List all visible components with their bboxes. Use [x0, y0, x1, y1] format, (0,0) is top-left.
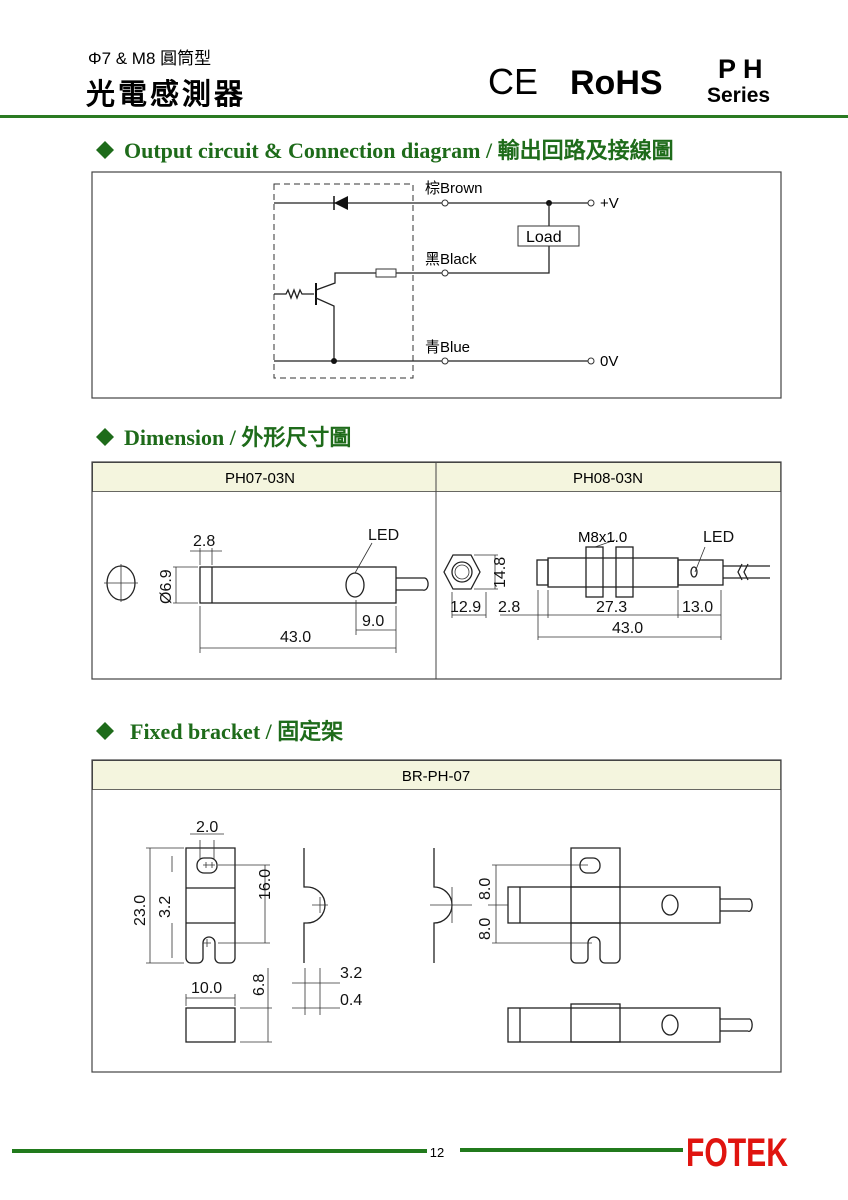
svg-text:23.0: 23.0: [132, 895, 149, 926]
plus-v-label: +V: [600, 195, 619, 212]
svg-text:13.0: 13.0: [682, 599, 713, 616]
svg-text:2.8: 2.8: [498, 599, 520, 616]
footer-line-right: [460, 1148, 683, 1152]
rohs-mark: RoHS: [570, 64, 663, 102]
header-divider: [0, 115, 848, 118]
series-label: Series: [707, 84, 770, 107]
svg-text:3.2: 3.2: [340, 965, 362, 982]
svg-text:M8x1.0: M8x1.0: [578, 529, 627, 546]
svg-text:0.4: 0.4: [340, 992, 362, 1009]
bracket-title: BR-PH-07: [402, 768, 470, 785]
sensor-boundary: [273, 183, 414, 379]
svg-text:3.2: 3.2: [157, 896, 174, 918]
ph08-drawing: 14.8 12.9 2.8 27.3 13.0 43.0 M8x1.0 LED: [443, 529, 770, 640]
ph07-title: PH07-03N: [225, 470, 295, 487]
svg-text:27.3: 27.3: [596, 599, 627, 616]
svg-text:43.0: 43.0: [280, 629, 311, 646]
blue-wire-label: 青Blue: [425, 339, 470, 356]
ph08-title: PH08-03N: [573, 470, 643, 487]
footer-line-left: [12, 1149, 427, 1153]
svg-text:LED: LED: [703, 529, 734, 546]
brown-terminal: [441, 199, 449, 207]
output-heading: Output circuit & Connection diagram / 輸出…: [124, 138, 674, 163]
ce-mark: CE: [488, 61, 538, 102]
model-line: Φ7 & M8 圓筒型: [88, 49, 211, 68]
diode-icon: [334, 196, 348, 210]
fotek-logo: FOTEK: [686, 1131, 788, 1175]
page-title: 光電感測器: [86, 78, 246, 111]
diamond-bullet-icon: [96, 428, 114, 446]
page-number: 12: [430, 1145, 444, 1160]
svg-text:2.0: 2.0: [196, 819, 218, 836]
led-icon: [661, 1014, 679, 1036]
svg-text:6.8: 6.8: [251, 974, 268, 996]
brown-wire-label: 棕Brown: [425, 180, 483, 197]
resistor-icon: [375, 268, 397, 278]
bracket-heading: Fixed bracket / 固定架: [130, 719, 343, 744]
load-label: Load: [526, 229, 562, 246]
svg-text:9.0: 9.0: [362, 613, 384, 630]
svg-text:12.9: 12.9: [450, 599, 481, 616]
ph07-drawing: 2.8 Ø6.9 43.0 9.0 LED: [104, 527, 429, 653]
svg-text:8.0: 8.0: [477, 878, 494, 900]
svg-text:Ø6.9: Ø6.9: [158, 569, 175, 604]
circuit-diagram: Load 棕Brown 黑Black 青Blue +V 0V: [273, 180, 619, 379]
zero-v-label: 0V: [600, 353, 618, 370]
diamond-bullet-icon: [96, 722, 114, 740]
dimension-heading: Dimension / 外形尺寸圖: [124, 425, 351, 450]
load-box: [517, 225, 580, 247]
svg-text:14.8: 14.8: [492, 557, 509, 588]
led-icon: [661, 894, 679, 916]
svg-text:8.0: 8.0: [477, 918, 494, 940]
svg-text:LED: LED: [368, 527, 399, 544]
svg-text:2.8: 2.8: [193, 533, 215, 550]
svg-text:43.0: 43.0: [612, 620, 643, 637]
bracket-drawing: 2.0 23.0 3.2 16.0 3.2 0.4 10.0 6.8 8.0 8…: [132, 819, 753, 1043]
svg-text:10.0: 10.0: [191, 980, 222, 997]
black-wire-label: 黑Black: [425, 251, 477, 268]
bracket-table: [91, 759, 782, 1073]
series-code: P H: [718, 54, 763, 84]
output-circuit-box: [91, 171, 782, 399]
diamond-bullet-icon: [96, 141, 114, 159]
svg-text:16.0: 16.0: [257, 869, 274, 900]
led-icon: [690, 566, 698, 578]
